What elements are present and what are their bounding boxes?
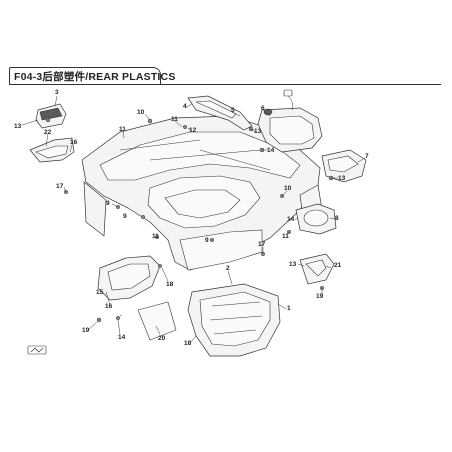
callout-7: 7 — [365, 153, 369, 160]
callout-20: 20 — [158, 335, 166, 342]
cfmoto-logo-mark — [27, 345, 47, 355]
callout-17: 17 — [56, 183, 64, 190]
bracket-21 — [299, 253, 335, 285]
callout-14: 14 — [118, 334, 126, 341]
callout-13: 13 — [338, 175, 346, 182]
callout-6: 6 — [261, 105, 265, 112]
callout-2: 2 — [226, 265, 230, 272]
left-bracket-22 — [29, 137, 75, 163]
callout-16: 16 — [105, 303, 113, 310]
callout-9: 9 — [123, 213, 127, 220]
callout-1: 1 — [287, 305, 291, 312]
callout-14: 14 — [287, 216, 295, 223]
left-light — [35, 103, 67, 129]
callout-11: 11 — [171, 116, 178, 123]
callout-9: 9 — [205, 237, 209, 244]
right-light-8 — [295, 203, 337, 235]
rack-bracket — [187, 95, 253, 131]
callout-19: 19 — [316, 293, 324, 300]
callout-11: 11 — [152, 233, 159, 240]
callout-22: 22 — [44, 129, 52, 136]
callout-11: 11 — [119, 126, 126, 133]
callout-18: 18 — [166, 281, 174, 288]
side-reflector-7 — [321, 149, 367, 183]
page-title: F04-3后部塑件/REAR PLASTICS — [14, 71, 176, 83]
title-tab — [9, 67, 161, 85]
callout-10: 10 — [137, 109, 145, 116]
diagram-frame — [9, 84, 441, 371]
taillight-assembly — [257, 89, 323, 153]
callout-15: 15 — [96, 289, 104, 296]
panel-20 — [137, 301, 177, 341]
callout-17: 17 — [258, 241, 266, 248]
callout-10: 10 — [284, 185, 292, 192]
callout-13: 13 — [14, 123, 22, 130]
callout-11: 11 — [282, 233, 289, 240]
callout-9: 9 — [106, 200, 110, 207]
callout-19: 19 — [82, 327, 90, 334]
lower-guard-2 — [187, 283, 281, 357]
fasteners — [45, 117, 334, 323]
callout-14: 14 — [267, 147, 275, 154]
callout-13: 13 — [254, 128, 262, 135]
callout-8: 8 — [335, 215, 339, 222]
callout-labels: 3 13 22 16 17 10 11 11 4 12 5 6 13 14 7 … — [14, 89, 369, 347]
callout-13: 13 — [289, 261, 297, 268]
callout-21: 21 — [334, 262, 342, 269]
mud-flap-15 — [97, 255, 161, 301]
callout-3: 3 — [55, 89, 59, 96]
callout-12: 12 — [189, 127, 197, 134]
callout-4: 4 — [183, 103, 187, 110]
leader-lines — [21, 95, 366, 344]
callout-16: 16 — [70, 139, 78, 146]
callout-18: 18 — [184, 340, 192, 347]
callout-5: 5 — [231, 107, 235, 114]
